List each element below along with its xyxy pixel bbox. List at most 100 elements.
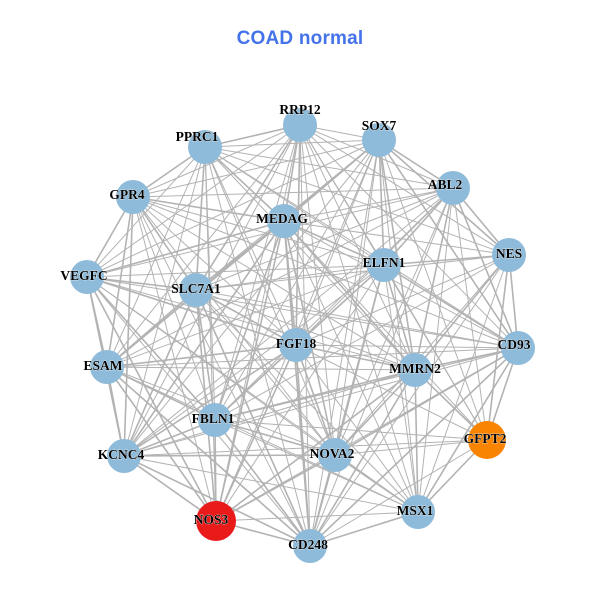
edge	[86, 264, 385, 278]
edge	[106, 347, 519, 368]
node-circle[interactable]	[468, 421, 506, 459]
edge	[215, 454, 336, 522]
edge	[195, 124, 301, 291]
edge	[86, 276, 416, 371]
network-node[interactable]: NOVA2	[309, 438, 355, 472]
node-label: KCNC4	[98, 447, 145, 462]
edge	[204, 139, 380, 148]
node-label: ESAM	[83, 358, 122, 373]
network-node[interactable]: NOS3	[193, 501, 236, 541]
edge	[106, 366, 416, 371]
edge	[295, 344, 336, 456]
edge	[295, 254, 510, 346]
node-label: MMRN2	[389, 361, 441, 376]
edge	[123, 344, 297, 457]
network-node[interactable]: RRP12	[279, 102, 321, 142]
edge	[204, 146, 416, 371]
node-label: MEDAG	[256, 211, 308, 226]
network-node[interactable]: SLC7A1	[171, 273, 221, 307]
node-label: CD248	[288, 537, 328, 552]
network-node[interactable]: GFPT2	[463, 421, 507, 459]
node-circle[interactable]	[398, 353, 432, 387]
node-label: VEGFC	[60, 268, 107, 283]
network-node[interactable]: FBLN1	[191, 403, 235, 437]
edge	[123, 347, 519, 457]
edge	[195, 289, 419, 513]
edge	[86, 220, 285, 278]
node-circle[interactable]	[492, 238, 526, 272]
network-node[interactable]: MEDAG	[256, 204, 309, 238]
node-label: NOS3	[194, 512, 229, 527]
edge	[106, 187, 454, 368]
node-circle[interactable]	[501, 331, 535, 365]
node-circle[interactable]	[283, 108, 317, 142]
edge	[417, 254, 510, 513]
edge	[106, 289, 197, 368]
node-circle[interactable]	[362, 123, 396, 157]
node-circle[interactable]	[196, 501, 236, 541]
node-label: SLC7A1	[171, 281, 221, 296]
edge	[195, 264, 385, 291]
edge	[283, 220, 519, 349]
node-circle[interactable]	[436, 171, 470, 205]
edge	[195, 254, 510, 291]
edge	[204, 146, 454, 189]
network-node[interactable]: CD248	[288, 529, 328, 563]
node-circle[interactable]	[401, 495, 435, 529]
node-circle[interactable]	[198, 403, 232, 437]
network-node[interactable]: PPRC1	[175, 129, 222, 164]
network-node[interactable]: ESAM	[83, 350, 124, 384]
edge	[283, 220, 488, 441]
edge	[215, 369, 416, 522]
node-circle[interactable]	[107, 439, 141, 473]
edge	[132, 196, 297, 346]
edge	[195, 289, 297, 346]
node-circle[interactable]	[318, 438, 352, 472]
node-circle[interactable]	[179, 273, 213, 307]
edge	[204, 146, 519, 349]
edge	[334, 139, 380, 456]
edge	[334, 369, 416, 456]
edge	[204, 146, 510, 256]
network-node[interactable]: VEGFC	[60, 260, 108, 294]
node-circle[interactable]	[279, 328, 313, 362]
edge	[86, 276, 216, 421]
edge	[215, 344, 297, 522]
network-node[interactable]: SOX7	[361, 118, 397, 157]
edge	[214, 254, 510, 421]
edge	[86, 146, 206, 278]
node-circle[interactable]	[367, 248, 401, 282]
edge	[383, 187, 454, 266]
edge	[417, 187, 454, 513]
node-circle[interactable]	[188, 130, 222, 164]
node-circle[interactable]	[70, 260, 104, 294]
edge	[132, 196, 285, 222]
edge	[214, 369, 416, 421]
node-circle[interactable]	[293, 529, 327, 563]
edge	[334, 439, 488, 456]
network-node[interactable]: ELFN1	[362, 248, 406, 282]
node-label: FBLN1	[192, 411, 235, 426]
edge	[106, 366, 419, 513]
network-node[interactable]: KCNC4	[97, 439, 145, 473]
edge	[383, 264, 419, 513]
network-node[interactable]: NES	[492, 238, 526, 272]
edge	[309, 187, 454, 547]
network-node[interactable]: GPR4	[109, 180, 150, 214]
network-node[interactable]: MSX1	[396, 495, 435, 529]
network-node[interactable]: MMRN2	[389, 353, 441, 387]
edge	[195, 146, 206, 291]
edge	[132, 139, 380, 198]
node-circle[interactable]	[116, 180, 150, 214]
edge	[86, 276, 419, 513]
node-label: MSX1	[397, 503, 434, 518]
network-node[interactable]: FGF18	[275, 328, 317, 362]
network-node[interactable]: ABL2	[427, 171, 470, 205]
edge	[214, 419, 311, 547]
edge	[309, 439, 488, 547]
network-node[interactable]: CD93	[497, 331, 536, 365]
node-circle[interactable]	[267, 204, 301, 238]
edge	[123, 369, 416, 457]
edge	[295, 344, 488, 441]
node-circle[interactable]	[90, 350, 124, 384]
